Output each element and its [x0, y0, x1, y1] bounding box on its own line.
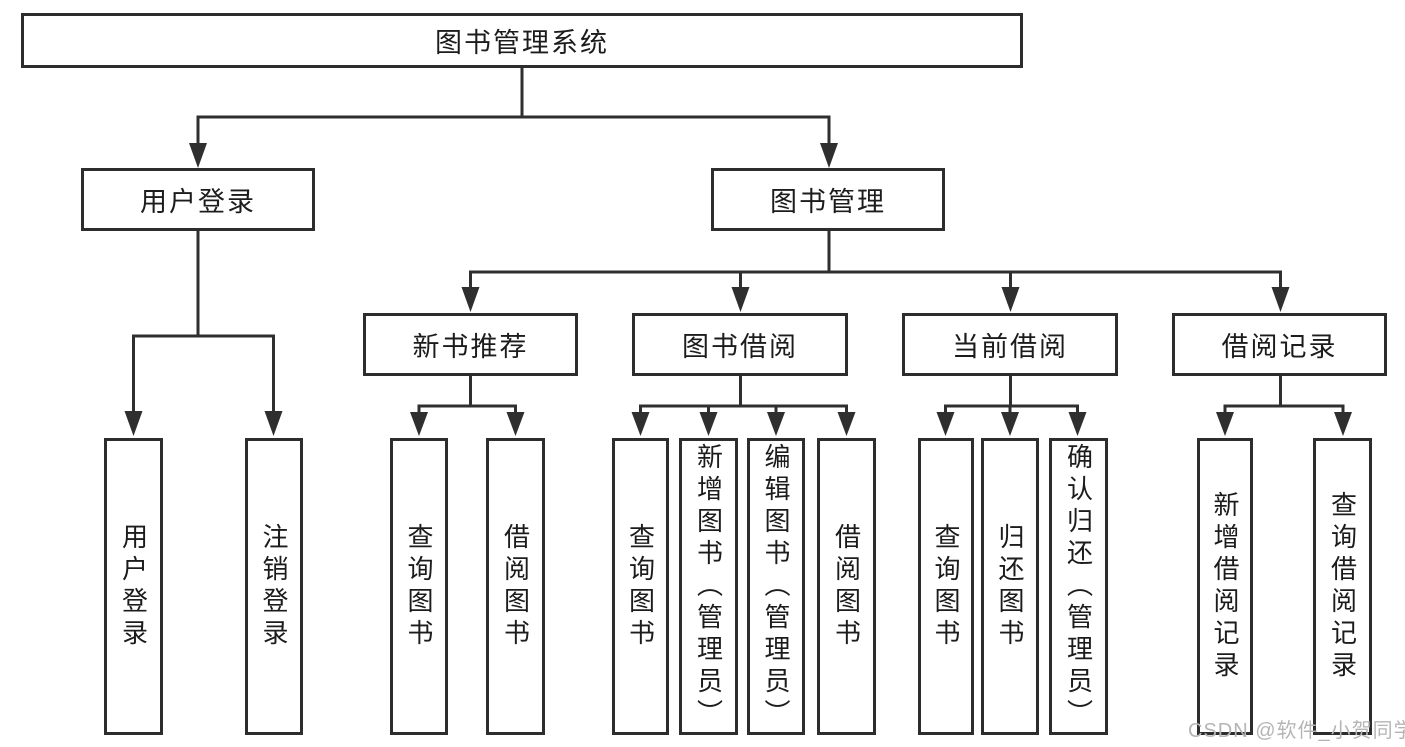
node-label: 借阅图书 [500, 522, 531, 651]
node-borrowing-records: 借阅记录 [1172, 313, 1387, 376]
node-leaf-logout: 注销登录 [245, 438, 303, 735]
connector-new-book-to-leaves [410, 376, 525, 436]
arrowhead-icon [189, 143, 207, 168]
node-book-management: 图书管理 [711, 168, 945, 231]
node-book-borrowing: 图书借阅 [632, 313, 848, 376]
arrowhead-icon [1001, 412, 1019, 436]
arrowhead-icon [506, 412, 525, 436]
node-leaf-borrow-books: 借阅图书 [817, 438, 876, 735]
arrowhead-icon [631, 412, 650, 436]
node-label: 图书管理系统 [435, 28, 609, 58]
node-label: 确认归还（管理员） [1063, 442, 1094, 731]
node-leaf-add-books-admin: 新增图书（管理员） [679, 438, 738, 735]
arrowhead-icon [1001, 287, 1020, 312]
node-label: 查询图书 [625, 522, 656, 651]
arrowhead-icon [731, 287, 750, 312]
node-leaf-borrow-books: 借阅图书 [486, 438, 545, 735]
node-current-borrowing: 当前借阅 [902, 313, 1118, 376]
node-label: 图书借阅 [682, 332, 798, 362]
node-label: 新增借阅记录 [1210, 490, 1240, 683]
node-label: 编辑图书（管理员） [761, 442, 791, 731]
arrowhead-icon [1216, 412, 1234, 436]
arrowhead-icon [1334, 412, 1352, 436]
node-leaf-query-books: 查询图书 [918, 438, 974, 735]
csdn-watermark: CSDN @软件_小贺同学 [1188, 720, 1405, 742]
arrowhead-icon [767, 412, 785, 436]
node-label: 当前借阅 [952, 332, 1068, 362]
node-leaf-query-borrow-record: 查询借阅记录 [1313, 438, 1372, 735]
arrowhead-icon [1068, 412, 1087, 436]
connector-borrow-records-to-leaves [1216, 376, 1352, 436]
node-label: 归还图书 [995, 522, 1025, 651]
node-leaf-return-books: 归还图书 [981, 438, 1039, 735]
connector-current-borrow-to-leaves [936, 376, 1087, 436]
node-user-login: 用户登录 [81, 168, 315, 231]
connector-user-login-to-leaves [124, 231, 283, 436]
node-leaf-user-login: 用户登录 [104, 438, 163, 735]
node-label: 注销登录 [259, 522, 289, 651]
arrowhead-icon [699, 412, 718, 436]
node-leaf-edit-books-admin: 编辑图书（管理员） [747, 438, 805, 735]
arrowhead-icon [461, 287, 480, 312]
node-leaf-query-books: 查询图书 [612, 438, 669, 735]
arrowhead-icon [837, 412, 856, 436]
node-leaf-add-borrow-record: 新增借阅记录 [1197, 438, 1253, 735]
arrowhead-icon [410, 412, 428, 436]
node-label: 图书管理 [770, 187, 886, 217]
arrowhead-icon [264, 411, 283, 436]
node-label: 借阅记录 [1221, 332, 1338, 362]
arrowhead-icon [936, 412, 955, 436]
node-label: 新增图书（管理员） [693, 442, 724, 731]
connector-book-borrow-to-leaves [631, 376, 856, 436]
arrowhead-icon [820, 143, 838, 168]
node-leaf-confirm-return-admin: 确认归还（管理员） [1049, 438, 1108, 735]
node-leaf-query-books: 查询图书 [390, 438, 448, 735]
connector-book-mgmt-to-level3 [461, 231, 1290, 312]
node-label: 用户登录 [140, 187, 256, 217]
connector-root-to-level2 [189, 68, 838, 168]
node-label: 借阅图书 [831, 522, 862, 651]
arrowhead-icon [124, 411, 143, 436]
node-new-book-recommend: 新书推荐 [363, 313, 578, 376]
node-label: 查询图书 [931, 522, 961, 651]
node-label: 新书推荐 [412, 332, 529, 362]
node-label: 查询图书 [404, 522, 434, 651]
node-library-management-system: 图书管理系统 [21, 13, 1023, 68]
node-label: 查询借阅记录 [1327, 490, 1358, 683]
node-label: 用户登录 [118, 522, 149, 651]
arrowhead-icon [1271, 287, 1290, 312]
